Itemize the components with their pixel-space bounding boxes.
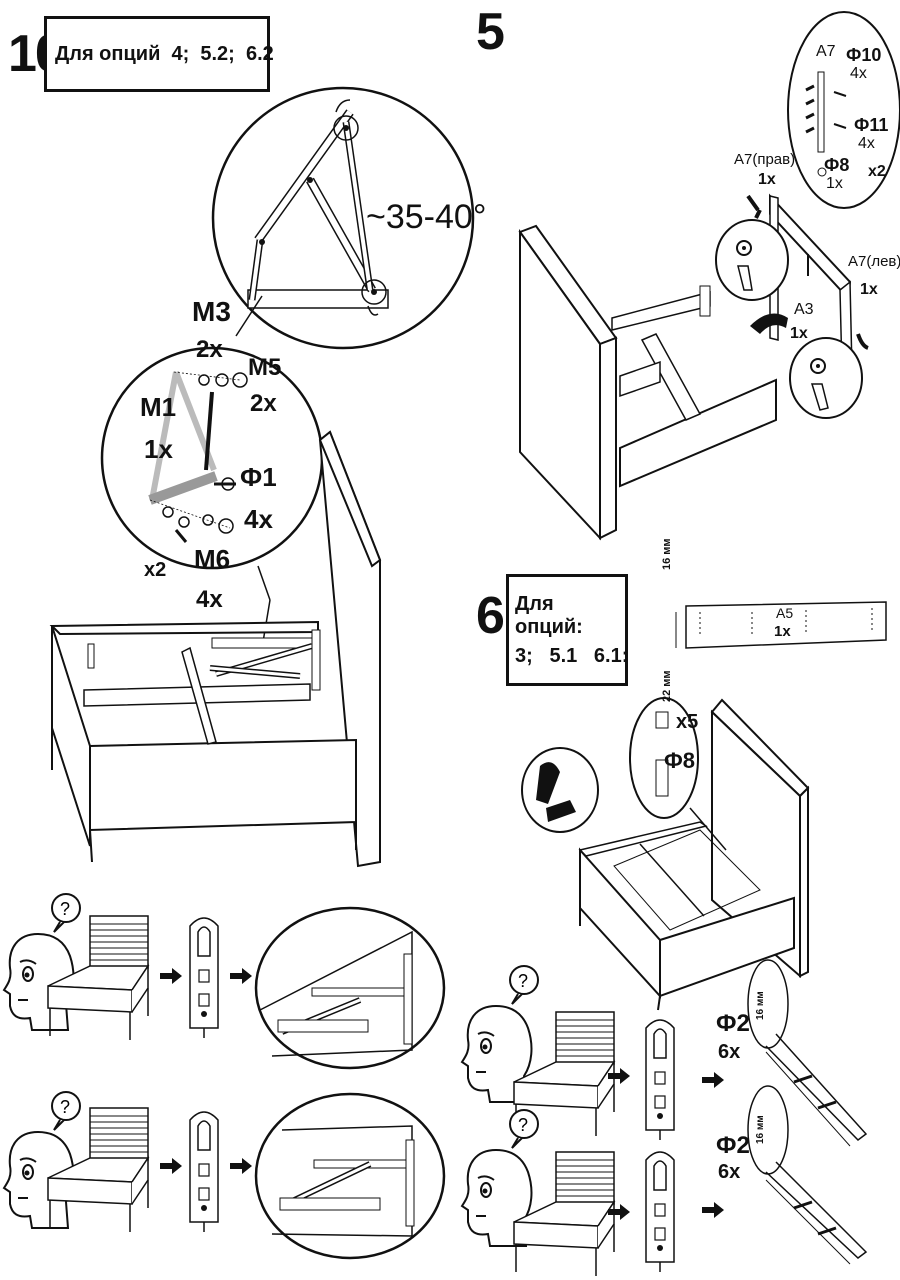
part-f2-b: Ф2: [716, 1132, 750, 1159]
step6-bed-drawing: [521, 697, 810, 1011]
step10-zoom-circle-parts: [100, 346, 324, 649]
step-number-6: 6: [476, 587, 505, 645]
dim-16mm-b: 16 мм: [755, 1115, 766, 1144]
multiplier-x5: х5: [676, 711, 699, 733]
dim-16mm: 16 мм: [661, 538, 673, 570]
options-line-2: 3; 5.1 6.1:: [515, 644, 629, 667]
step10-icon-row-1: [3, 893, 446, 1070]
dim-16mm-a: 16 мм: [755, 991, 766, 1020]
options-box-step6: Для опций: 3; 5.1 6.1:: [506, 574, 628, 686]
part-f11: Ф11: [854, 115, 889, 135]
angle-label: ~35-40°: [366, 198, 487, 236]
part-a5-qty: 1х: [774, 623, 791, 640]
bracket-icon: [645, 1151, 675, 1273]
step6-icon-row-1: [461, 959, 868, 1147]
part-a7-right-qty: 1х: [758, 171, 776, 188]
part-a5: А5: [776, 605, 794, 621]
part-f8-qty: 1х: [826, 175, 843, 192]
options-line-1: Для опций:: [515, 592, 583, 638]
bracket-icon: [189, 917, 219, 1039]
arrow-right-icon: [160, 1158, 182, 1174]
part-m1-qty: 1х: [144, 434, 173, 464]
part-m5: М5: [248, 354, 282, 381]
part-f8-step6: Ф8: [664, 748, 696, 773]
part-m1: М1: [140, 392, 177, 422]
part-f2-b-qty: 6х: [718, 1161, 741, 1183]
dim-22mm: 22 мм: [661, 670, 673, 702]
part-a3-qty: 1х: [790, 325, 808, 342]
step10-icon-row-2: [3, 1091, 446, 1260]
options-box-step10: Для опций 4; 5.2; 6.2: [44, 16, 274, 92]
bracket-icon: [189, 1111, 219, 1233]
part-m5-qty: 2х: [250, 390, 277, 417]
bed-icon: [513, 1151, 615, 1277]
arrow-right-icon: [160, 968, 182, 984]
part-f10: Ф10: [846, 45, 882, 65]
thinking-person-icon: [3, 1091, 81, 1229]
drill-icon: [521, 747, 599, 833]
step6-icon-row-2: [461, 1085, 868, 1277]
part-a3: А3: [794, 301, 814, 318]
part-a7: А7: [816, 43, 836, 60]
part-a7-right: А7(прав): [734, 151, 796, 168]
part-f1: Ф1: [240, 462, 277, 492]
part-m3-qty: 2х: [196, 336, 223, 363]
part-f8: Ф8: [824, 155, 850, 175]
arrow-right-icon: [702, 1072, 724, 1088]
multiplier-x2: х2: [144, 559, 167, 581]
part-m6-qty: 4х: [196, 586, 223, 613]
step5-zoom-circles: [715, 11, 900, 419]
part-m6: М6: [194, 544, 231, 574]
part-f10-qty: 4х: [850, 65, 867, 82]
step-number-5: 5: [476, 3, 505, 61]
part-a7-left-qty: 1х: [860, 281, 878, 298]
part-f11-qty: 4х: [858, 135, 875, 152]
bracket-icon: [645, 1019, 675, 1141]
part-f2-a-qty: 6х: [718, 1041, 741, 1063]
arrow-right-icon: [230, 968, 252, 984]
part-a7-left: А7(лев): [848, 253, 900, 270]
step10-zoom-circle-hinge: [211, 86, 475, 350]
step10-bed-frame-drawing: [49, 430, 382, 868]
step6-board-a5: [675, 601, 887, 649]
arrow-right-icon: [230, 1158, 252, 1174]
part-f2-a: Ф2: [716, 1010, 750, 1037]
arrow-right-icon: [702, 1202, 724, 1218]
part-f1-qty: 4х: [244, 504, 273, 534]
part-m3: М3: [192, 296, 231, 327]
options-text: Для опций 4; 5.2; 6.2: [55, 42, 274, 65]
multiplier-x2-step5: х2: [868, 163, 886, 180]
